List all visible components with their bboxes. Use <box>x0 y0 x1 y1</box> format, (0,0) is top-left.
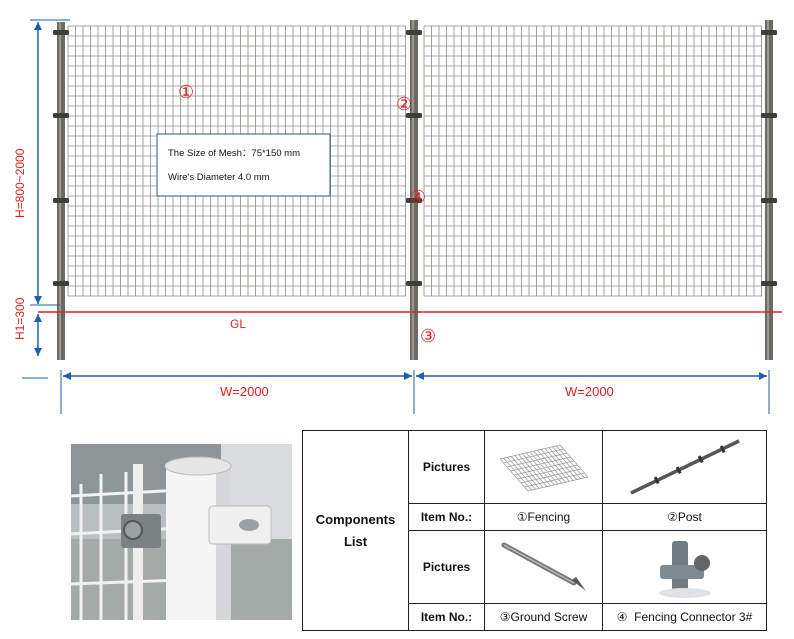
fence-panel-icon <box>499 444 588 492</box>
title-line-1: Components <box>315 511 396 527</box>
width-dimension-left: W=2000 <box>60 370 412 414</box>
connector-clamp <box>406 30 422 35</box>
width-dimension-right: W=2000 <box>413 370 770 414</box>
connector-clamp <box>761 198 777 203</box>
item-ground-screw: ③Ground Screw <box>484 603 603 631</box>
wire-diameter-text: Wire's Diameter 4.0 mm <box>168 172 270 183</box>
connector-clamp <box>761 281 777 286</box>
components-list-title: Components List <box>302 430 409 631</box>
post-left <box>57 22 65 360</box>
spec-box: The Size of Mesh：75*150 mm Wire's Diamet… <box>156 133 331 197</box>
connector-clamp <box>406 198 422 203</box>
connector-photo <box>71 444 292 620</box>
pictures-label-row1: Pictures <box>408 430 485 504</box>
title-line-2: List <box>343 533 368 549</box>
connector-clamp <box>761 113 777 118</box>
connector-picture-cell <box>602 530 767 604</box>
h1-dimension: H1=300 <box>13 297 42 356</box>
ground-screw-icon <box>501 542 586 591</box>
components-list-table: Components List Pictures Item No.: ① <box>302 430 767 631</box>
width-label-left: W=2000 <box>220 384 269 399</box>
ground-screw-picture-cell <box>484 530 603 604</box>
callout-screw: ③ <box>420 326 436 346</box>
height-label: H=800~2000 <box>13 148 27 218</box>
callout-fencing: ① <box>178 82 194 102</box>
fencing-connectors <box>53 30 777 286</box>
connector-clamp <box>53 198 69 203</box>
h1-label: H1=300 <box>13 297 27 340</box>
fence-elevation-diagram: GL H=800~2000 H1=300 W=2000 W=2000 ① ② ④… <box>13 19 782 414</box>
post-icon <box>629 439 740 495</box>
pictures-label-row2: Pictures <box>408 530 485 604</box>
ground-label: GL <box>230 317 246 331</box>
fencing-picture-cell <box>484 430 603 504</box>
item-no-label-row1: Item No.: <box>408 503 485 531</box>
callout-connector: ④ <box>410 187 426 207</box>
connector-clamp <box>406 281 422 286</box>
callout-post: ② <box>396 94 412 114</box>
height-dimension: H=800~2000 <box>13 19 70 306</box>
post-middle <box>410 20 418 360</box>
connector-clamp <box>761 30 777 35</box>
fencing-connector-icon <box>658 541 711 598</box>
item-no-label-row2: Item No.: <box>408 603 485 631</box>
connector-clamp <box>53 281 69 286</box>
connector-clamp <box>53 113 69 118</box>
width-label-right: W=2000 <box>565 384 614 399</box>
post-picture-cell <box>602 430 767 504</box>
item-post: ②Post <box>602 503 767 531</box>
item-fencing-connector: ④ Fencing Connector 3# <box>602 603 767 631</box>
post-right <box>765 20 773 360</box>
connector-clamp <box>53 30 69 35</box>
mesh-size-text: The Size of Mesh：75*150 mm <box>168 148 300 159</box>
connector-clamp <box>406 113 422 118</box>
fence-panel-right <box>423 25 762 297</box>
item-fencing: ①Fencing <box>484 503 603 531</box>
